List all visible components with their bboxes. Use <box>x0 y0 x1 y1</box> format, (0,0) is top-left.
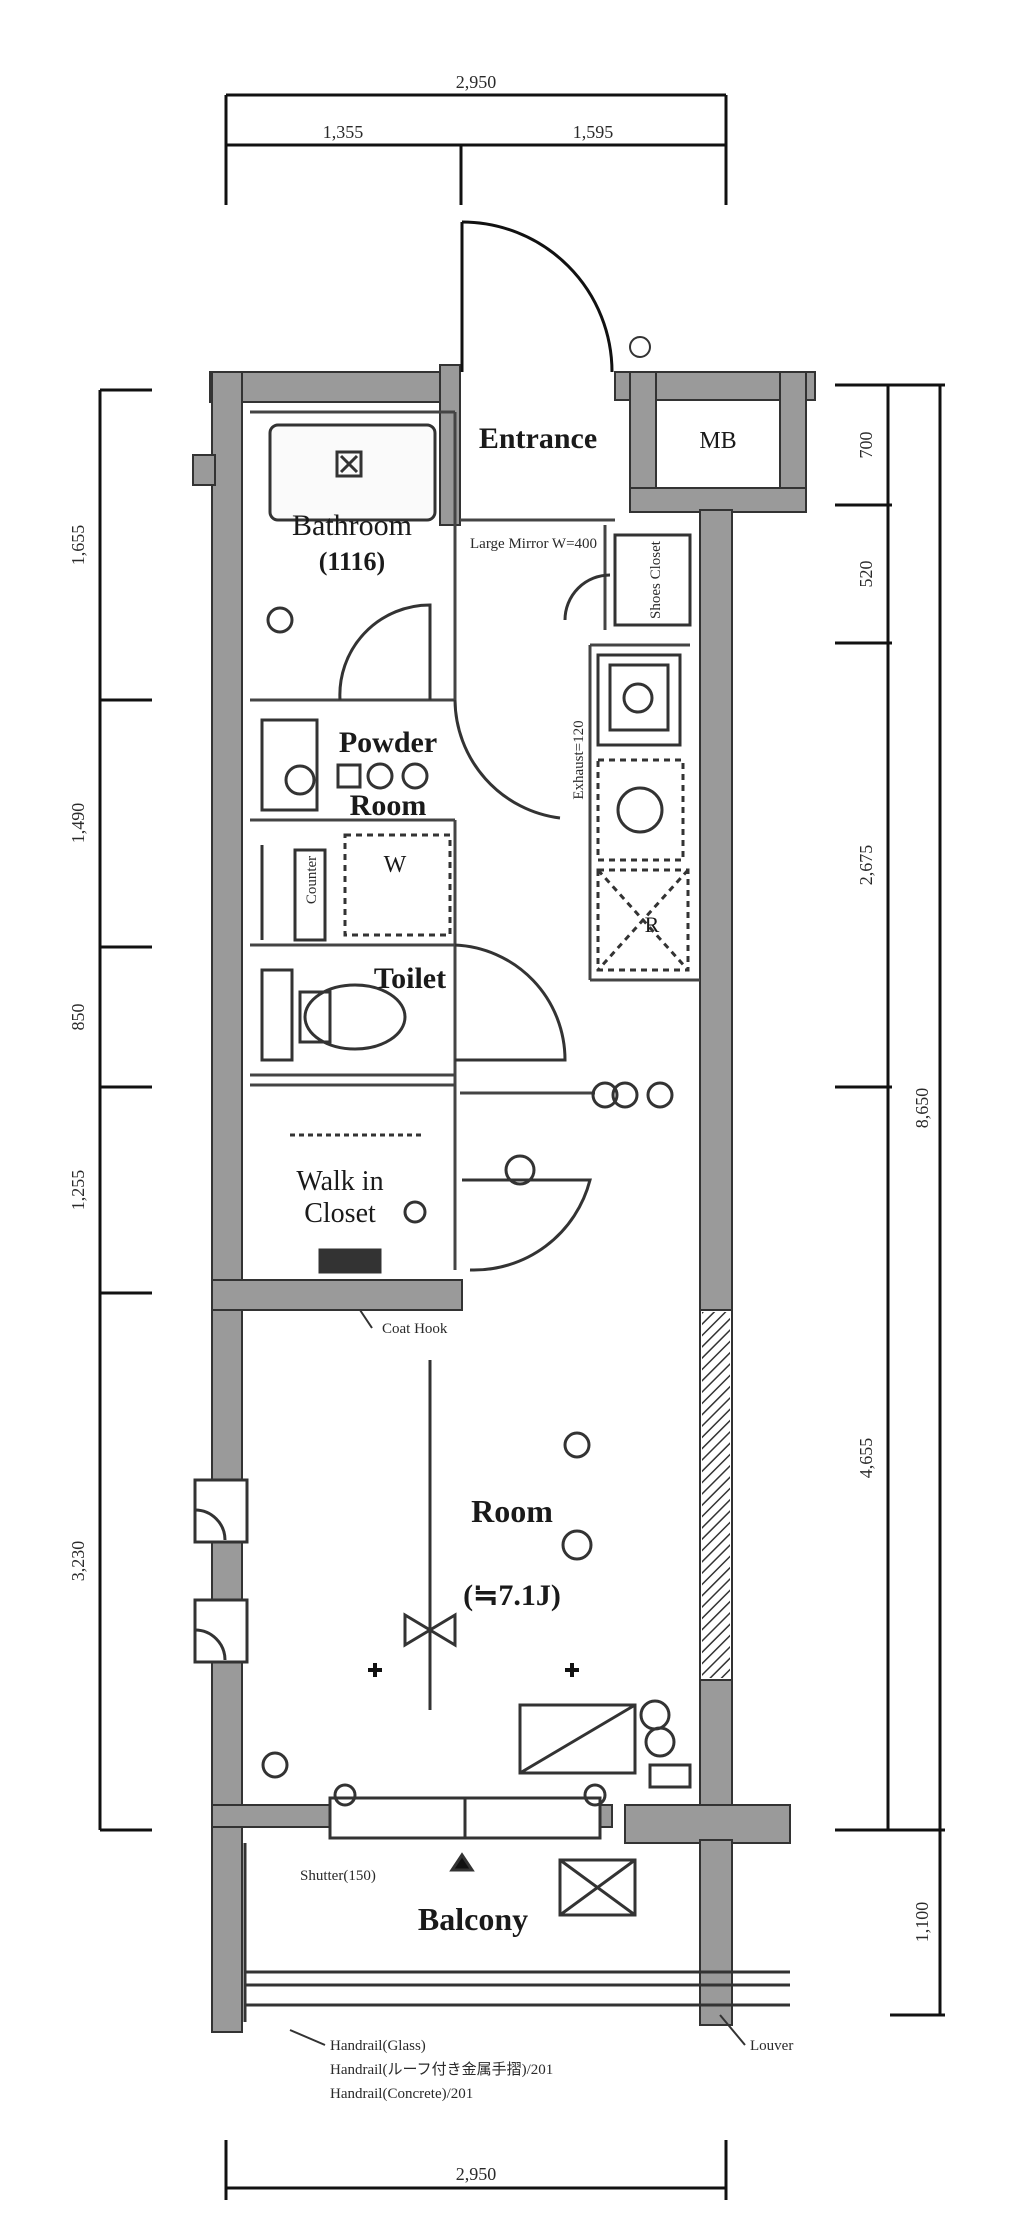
right-dim-1: 700 <box>856 432 876 459</box>
bathtub <box>268 423 437 522</box>
bottom-dimensions <box>224 2140 728 2200</box>
w-label: W <box>384 852 407 878</box>
bottom-total-dimension: 2,950 <box>456 2164 497 2184</box>
top-right-dimension: 1,595 <box>573 122 614 142</box>
large-mirror-label: Large Mirror W=400 <box>470 536 597 552</box>
right-dim-3: 2,675 <box>856 845 876 886</box>
right-total-dimension: 8,650 <box>912 1088 932 1129</box>
left-windows <box>193 1478 249 1664</box>
room-label: Room <box>471 1493 553 1529</box>
interior-walls <box>250 410 700 1270</box>
powder-label-2: Room <box>350 789 427 822</box>
entrance-door <box>460 220 614 373</box>
walkin-label-1: Walk in <box>296 1166 383 1197</box>
left-dimensions <box>98 388 152 1832</box>
top-total-dimension: 2,950 <box>456 72 497 92</box>
toilet-fixture <box>260 943 567 1062</box>
kitchen <box>596 653 690 972</box>
right-dimension-texts: 700 520 2,675 4,655 8,650 1,100 <box>856 432 932 1943</box>
entrance-label: Entrance <box>479 422 597 455</box>
room-crosses <box>368 1663 579 1677</box>
right-dimensions <box>835 383 945 2017</box>
top-dimensions <box>224 93 728 205</box>
bathroom-door <box>338 603 432 701</box>
bathroom-size-label: (1116) <box>319 547 385 576</box>
handrail-roof-label: Handrail(ルーフ付き金属手摺)/201 <box>330 2061 553 2078</box>
balcony-sash <box>328 1783 607 1840</box>
powder-fixtures <box>260 699 561 820</box>
left-dim-4: 1,255 <box>68 1170 88 1211</box>
left-dimension-texts: 1,655 1,490 850 1,255 3,230 <box>68 525 88 1582</box>
intercom-icon <box>629 336 651 358</box>
coat-hook-label: Coat Hook <box>382 1321 448 1337</box>
louver-label: Louver <box>750 2038 793 2054</box>
balcony <box>243 1843 790 2022</box>
r-label: R <box>645 912 660 937</box>
handrail-glass-label: Handrail(Glass) <box>330 2038 426 2054</box>
top-left-dimension: 1,355 <box>323 122 364 142</box>
mb-label: MB <box>699 428 736 454</box>
bathroom-label: Bathroom <box>292 509 412 542</box>
leader-lines <box>289 1309 746 2046</box>
shutter-label: Shutter(150) <box>300 1868 376 1884</box>
left-dim-5: 3,230 <box>68 1541 88 1582</box>
left-dim-3: 850 <box>68 1004 88 1031</box>
powder-label-1: Powder <box>339 726 437 759</box>
handrail-concrete-label: Handrail(Concrete)/201 <box>330 2086 473 2102</box>
right-dim-2: 520 <box>856 561 876 588</box>
left-dim-1: 1,655 <box>68 525 88 566</box>
closet-fixtures <box>290 1133 592 1274</box>
window-hatch <box>699 1309 733 1681</box>
room-symbols <box>261 1081 692 1789</box>
exterior-walls <box>192 364 816 2033</box>
walkin-label-2: Closet <box>304 1198 376 1229</box>
right-dim-4: 4,655 <box>856 1438 876 1479</box>
shoes-closet-label: Shoes Closet <box>648 540 664 619</box>
balcony-dimension: 1,100 <box>912 1902 932 1943</box>
bath-drain-icon <box>266 606 294 634</box>
room-area-label: (≒7.1J) <box>463 1579 561 1612</box>
shoes-closet <box>563 533 692 627</box>
toilet-label: Toilet <box>374 962 446 995</box>
balcony-label: Balcony <box>418 1901 528 1937</box>
left-dim-2: 1,490 <box>68 803 88 844</box>
washer-area <box>260 833 452 942</box>
exhaust-label: Exhaust=120 <box>571 720 587 799</box>
counter-label: Counter <box>304 856 320 904</box>
